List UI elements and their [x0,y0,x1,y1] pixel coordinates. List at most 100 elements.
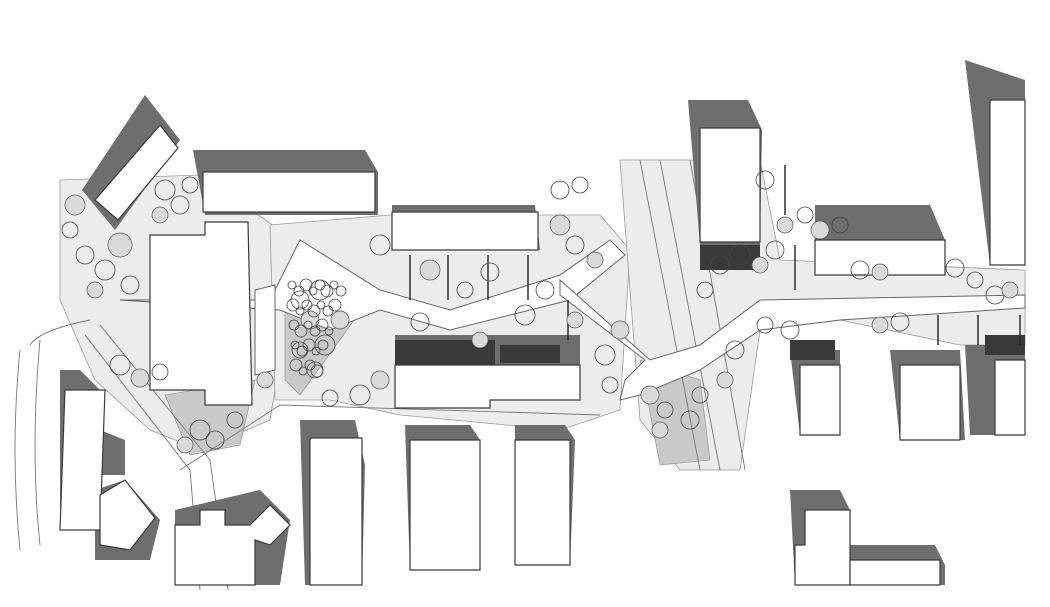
tree-icon [691,386,709,404]
tree-icon [871,263,889,281]
tree-icon [410,312,430,332]
tree-icon [316,300,326,310]
tree-icon [871,316,889,334]
building-west-a [59,389,106,531]
tree-icon [831,216,849,234]
tree-icon [94,259,116,281]
tree-icon [729,244,751,266]
tree-icon [176,436,194,454]
tree-icon [471,331,489,349]
tree-icon [565,235,585,255]
tree-icon [130,368,150,388]
tree-icon [286,298,300,312]
building-north-central [391,211,539,251]
tree-icon [324,326,334,336]
tree-icon [307,304,321,318]
tree-icon [294,324,308,338]
tree-icon [966,271,984,289]
tree-icon [328,298,342,312]
tree-icon [651,421,669,439]
building-south-b [409,439,481,571]
tree-icon [170,195,190,215]
tree-icon [321,389,339,407]
tree-icon [780,320,800,340]
tree-icon [514,304,536,326]
tree-icon [298,366,308,376]
tree-icon [154,179,176,201]
tree-icon [571,176,589,194]
tree-icon [586,251,604,269]
tree-icon [302,338,316,352]
building-south-c [514,439,571,566]
building-tower-east [989,99,1026,266]
tree-icon [295,306,305,316]
tree-icon [317,339,329,351]
tree-icon [109,354,131,376]
tree-icon [549,214,571,236]
tree-icon [890,312,910,332]
tree-icon [656,401,674,419]
tree-icon [86,281,104,299]
buildings [59,99,1026,586]
tree-icon [107,232,133,258]
tree-icon [696,281,714,299]
tree-icon [320,284,334,298]
tree-icon [329,280,339,290]
tree-icon [151,363,169,381]
tree-icon [64,194,86,216]
building-northwest-slab [94,124,179,221]
tree-icon [75,245,95,265]
building-civic-block [149,221,253,406]
tree-icon [756,316,774,334]
tree-icon [480,262,500,282]
tree-icon [369,234,391,256]
tree-icon [303,320,313,330]
tree-icon [205,430,225,450]
tree-icon [776,216,794,234]
tree-icon [370,370,390,390]
tree-icon [725,340,745,360]
tree-icon [456,281,474,299]
tree-icon [151,206,169,224]
tree-icon [256,371,274,389]
tree-icon [289,358,303,372]
tree-icon [335,285,347,297]
building-south-a [309,437,363,586]
tree-icon [945,258,965,278]
building-east-north [814,239,946,276]
tree-icon [680,410,700,430]
tree-icon [765,240,785,260]
tree-icon [755,170,775,190]
tree-icon [640,385,660,405]
tree-icon [330,310,350,330]
tree-icon [850,260,870,280]
building-east-row-a [799,364,841,436]
tree-icon [716,371,734,389]
building-southwest-complex [174,504,291,586]
building-west-b [99,479,156,551]
tree-icon [601,376,619,394]
tree-icon [299,278,313,292]
tree-icon [535,280,555,300]
tree-icon [751,256,769,274]
building-southeast-a [794,509,851,586]
tree-icon [349,384,371,406]
tree-icon [287,280,297,290]
tree-icon [419,259,441,281]
tree-icon [796,206,814,224]
building-east-row-b [899,364,961,441]
building-north-long [202,171,376,213]
tree-icon [61,221,79,239]
building-southeast-b [849,559,941,586]
tree-icon [226,411,244,429]
building-tower-north [699,127,761,243]
tree-icon [610,320,630,340]
tree-icon [120,275,140,295]
building-central-south [394,364,581,409]
tree-icon [311,346,321,356]
tree-icon [308,286,318,296]
tree-icon [566,311,584,329]
tree-icon [291,341,309,359]
tree-icon [189,419,211,441]
